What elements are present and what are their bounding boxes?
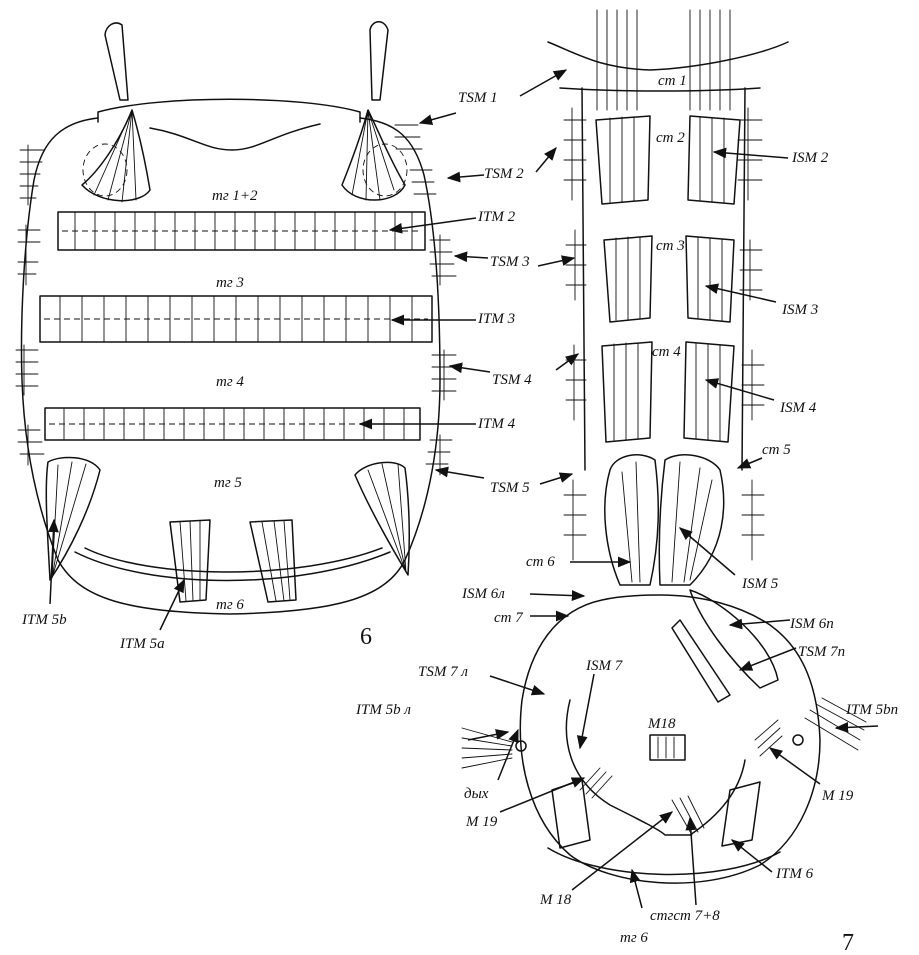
label-st5: ст 5 [762, 442, 791, 458]
label-ism6p: ISM 6п [789, 616, 834, 632]
fig6-itm2-band [58, 212, 425, 250]
label-st2: ст 2 [656, 130, 685, 146]
label-tsm7l: TSM 7 л [418, 664, 468, 680]
label-m18-top: M18 [647, 716, 676, 732]
label-m18-bottom: M 18 [539, 892, 572, 908]
arrows [50, 70, 878, 908]
label-tsm1: TSM 1 [458, 90, 498, 106]
label-dykh: дых [464, 786, 489, 802]
fig7-m19-right [755, 720, 782, 756]
label-tsm2: TSM 2 [484, 166, 524, 182]
label-tsm5: TSM 5 [490, 480, 530, 496]
fig6-anterior-margin [98, 99, 360, 122]
fig6-antenna-right [370, 22, 388, 100]
fig7-ring [520, 595, 820, 883]
label-ism2: ISM 2 [791, 150, 829, 166]
fig7-tsm7p [672, 620, 730, 702]
fig7-ism5-right [659, 455, 723, 585]
fig7-spiracle-right [793, 735, 803, 745]
fig7-itm6-left [552, 780, 590, 848]
label-ism5: ISM 5 [741, 576, 779, 592]
fig7-top-strands [597, 10, 730, 110]
figure-number-7: 7 [842, 930, 854, 955]
label-tsm4: TSM 4 [492, 372, 532, 388]
fig6-tg12-crest [150, 124, 320, 150]
label-itm3: ITM 3 [477, 311, 515, 327]
fig7-itm6-right [722, 782, 760, 846]
label-st3: ст 3 [656, 238, 685, 254]
label-ism7: ISM 7 [585, 658, 624, 674]
fig6-tg6-arc [75, 548, 390, 581]
fig7-tsm-bristles [564, 108, 764, 560]
fig6-fan-right [342, 110, 405, 200]
label-tg3: тг 3 [216, 275, 244, 291]
label-st7: ст 7 [494, 610, 524, 626]
label-tg6-right: тг 6 [620, 930, 648, 946]
label-itm6: ITM 6 [775, 866, 814, 882]
label-st1: ст 1 [658, 73, 687, 89]
label-stgst78: стгст 7+8 [650, 908, 720, 924]
label-st4: ст 4 [652, 344, 681, 360]
label-itm4: ITM 4 [477, 416, 516, 432]
fig6-tg5-fan-left [46, 457, 100, 580]
label-tg12: тг 1+2 [212, 188, 258, 204]
label-itm2: ITM 2 [477, 209, 516, 225]
label-itm5bp: ITM 5bп [845, 702, 898, 718]
label-ism4: ISM 4 [779, 400, 817, 416]
label-ism6l: ISM 6л [461, 586, 505, 602]
figure-6-dorsal-view [16, 22, 456, 614]
fig7-ism5-left [605, 455, 658, 585]
fig7-m18-block [650, 735, 685, 760]
label-tsm3: TSM 3 [490, 254, 530, 270]
label-m19-left: M 19 [465, 814, 498, 830]
label-ism3: ISM 3 [781, 302, 818, 318]
fig6-antenna-left [105, 23, 128, 100]
label-tsm7p: TSM 7п [798, 644, 845, 660]
fig7-ism6p [690, 590, 778, 688]
label-itm5bl: ITM 5b л [355, 702, 411, 718]
fig6-itm3-band [40, 296, 432, 342]
label-itm5a: ITM 5a [119, 636, 165, 652]
label-tg5: тг 5 [214, 475, 242, 491]
label-st6: ст 6 [526, 554, 555, 570]
label-tg4: тг 4 [216, 374, 244, 390]
label-m19-right: M 19 [821, 788, 854, 804]
label-tg6: тг 6 [216, 597, 244, 613]
label-itm5b: ITM 5b [21, 612, 67, 628]
figure-number-6: 6 [360, 624, 372, 650]
fig6-fan-left [82, 110, 150, 201]
